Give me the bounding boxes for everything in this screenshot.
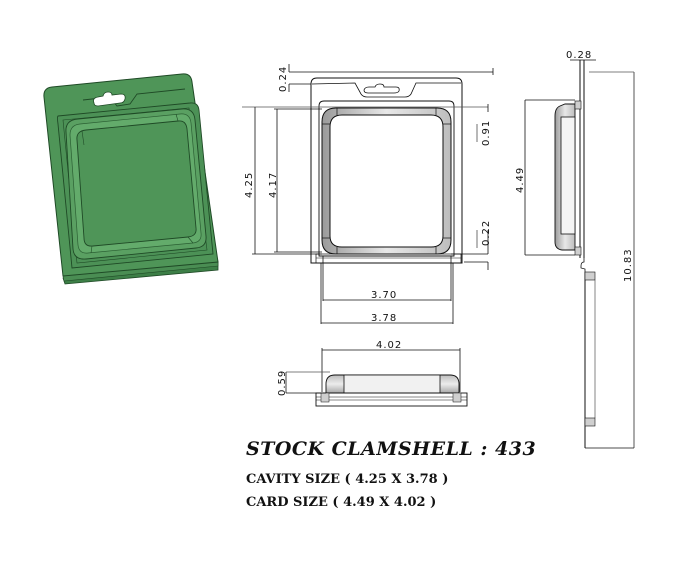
dim-cavity-height-outer: 4.25 (244, 172, 255, 198)
dim-depth: 0.59 (277, 370, 288, 396)
side-view-dimension-lines (524, 59, 635, 449)
front-view-drawing (310, 77, 463, 264)
dim-hang-tab: 0.24 (278, 66, 289, 92)
cavity-size-label: CAVITY SIZE ( 4.25 X 3.78 ) (246, 472, 449, 487)
side-view-drawing (554, 60, 596, 448)
product-title: STOCK CLAMSHELL : 433 (246, 438, 537, 460)
dim-card-height: 4.49 (515, 167, 526, 193)
dim-cavity-height-inner: 4.17 (268, 172, 279, 198)
bottom-view-drawing (315, 374, 468, 407)
dim-cavity-width-inner: 3.70 (371, 290, 397, 301)
front-view-dimension-lines (242, 64, 494, 324)
card-size-label: CARD SIZE ( 4.49 X 4.02 ) (246, 495, 437, 510)
dim-overall-height: 10.83 (623, 248, 634, 282)
dim-top-flange: 0.91 (481, 120, 492, 146)
bottom-view-dimension-lines (285, 348, 461, 394)
dim-cavity-width-outer: 3.78 (371, 313, 397, 324)
isometric-clamshell-model (43, 73, 219, 285)
dim-flange-thickness: 0.28 (566, 50, 592, 61)
dim-card-width: 4.02 (376, 340, 402, 351)
dim-bottom-flange: 0.22 (481, 220, 492, 246)
